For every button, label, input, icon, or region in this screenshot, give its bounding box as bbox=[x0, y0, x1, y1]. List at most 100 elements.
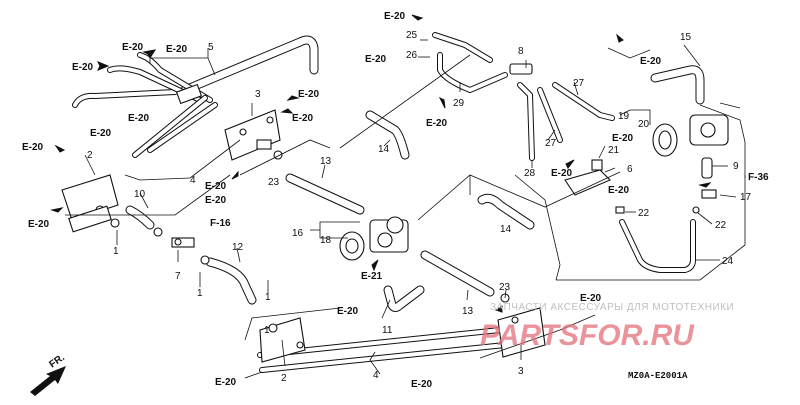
part-number-23-bottom: 23 bbox=[499, 282, 511, 293]
part-number-16: 16 bbox=[292, 228, 304, 239]
ref-f16: F-16 bbox=[210, 218, 231, 229]
part-number-10: 10 bbox=[134, 189, 146, 200]
air-valve-16 bbox=[339, 216, 409, 261]
clip-22b bbox=[692, 206, 700, 214]
hose-10 bbox=[125, 205, 163, 237]
part-number-13-lower: 13 bbox=[462, 306, 474, 317]
ref-f36: F-36 bbox=[748, 172, 769, 183]
ref-e20-18: E-20 bbox=[608, 185, 630, 196]
part-number-11: 11 bbox=[382, 325, 393, 336]
joint-17 bbox=[701, 189, 717, 199]
part-number-3-top: 3 bbox=[255, 89, 261, 100]
part-number-27-top: 27 bbox=[573, 78, 585, 89]
ref-e20-9: E-20 bbox=[205, 181, 227, 192]
clip-22 bbox=[615, 206, 625, 214]
part-number-5: 5 bbox=[208, 42, 214, 53]
ref-e20-22: E-20 bbox=[411, 379, 433, 390]
ref-e20-1: E-20 bbox=[122, 42, 144, 53]
hose-25-26-29 bbox=[432, 32, 508, 93]
hose-24 bbox=[619, 219, 696, 273]
ref-e20-8: E-20 bbox=[292, 113, 314, 124]
hose-bundle-left bbox=[72, 52, 218, 158]
part-number-20: 20 bbox=[638, 119, 650, 130]
ref-e20-5: E-20 bbox=[90, 128, 112, 139]
part-number-6: 6 bbox=[627, 164, 633, 175]
leader-lines bbox=[65, 39, 746, 379]
bracket-3-bottom bbox=[497, 307, 546, 358]
ref-e20-17: E-20 bbox=[551, 168, 573, 179]
reference-labels: E-20 E-20 E-20 E-20 E-20 E-20 E-20 E-20 … bbox=[22, 11, 769, 390]
clip-1a bbox=[110, 218, 120, 228]
hose-12 bbox=[205, 257, 257, 305]
part-number-17: 17 bbox=[740, 192, 752, 203]
ref-e20-13: E-20 bbox=[365, 54, 387, 65]
ref-e20-6: E-20 bbox=[22, 142, 44, 153]
part-number-14-upper: 14 bbox=[378, 144, 390, 155]
part-number-24: 24 bbox=[722, 256, 734, 267]
ref-e20-21: E-20 bbox=[215, 377, 237, 388]
hose-14-lower bbox=[477, 193, 535, 230]
part-number-14-lower: 14 bbox=[500, 224, 512, 235]
hose-13-lower bbox=[420, 250, 495, 297]
part-number-4-lower: 4 bbox=[373, 370, 379, 381]
part-number-13-upper: 13 bbox=[320, 156, 332, 167]
valve-20 bbox=[652, 114, 729, 157]
part-number-3-bottom: 3 bbox=[518, 366, 524, 377]
hose-5 bbox=[180, 35, 319, 95]
ref-e21: E-21 bbox=[361, 271, 383, 282]
hose-13-upper bbox=[285, 173, 365, 215]
ref-e20-12: E-20 bbox=[384, 11, 406, 22]
joint-8 bbox=[509, 63, 533, 75]
hose-27-28 bbox=[517, 82, 615, 161]
clip-1b bbox=[200, 255, 210, 265]
watermark-logo: PARTSFOR.RU bbox=[480, 319, 695, 352]
part-number-29: 29 bbox=[453, 98, 465, 109]
part-number-26: 26 bbox=[406, 50, 418, 61]
part-number-1-d: 1 bbox=[264, 325, 270, 336]
bracket-3-top bbox=[224, 109, 281, 161]
part-number-1-b: 1 bbox=[197, 288, 203, 299]
part-number-4-upper: 4 bbox=[190, 175, 196, 186]
ref-e20-4: E-20 bbox=[128, 113, 150, 124]
ref-e20-2: E-20 bbox=[166, 44, 188, 55]
ref-e20-10: E-20 bbox=[205, 195, 227, 206]
pipe-4-lower bbox=[257, 317, 508, 373]
diagram-code: MZ0A-E2001A bbox=[628, 371, 688, 381]
part-number-22-left: 22 bbox=[638, 208, 650, 219]
ref-e20-19: E-20 bbox=[337, 306, 359, 317]
watermark-tagline: ЗАПЧАСТИ АКСЕССУАРЫ ДЛЯ МОТОТЕХНИКИ bbox=[490, 302, 734, 313]
part-number-18: 18 bbox=[320, 235, 332, 246]
hose-11 bbox=[383, 285, 425, 312]
part-number-15: 15 bbox=[680, 32, 692, 43]
front-arrow: FR. bbox=[30, 352, 67, 396]
ref-e20-16: E-20 bbox=[612, 133, 634, 144]
part-number-1-a: 1 bbox=[113, 246, 119, 257]
part-number-28: 28 bbox=[524, 168, 536, 179]
part-number-2-left: 2 bbox=[87, 150, 93, 161]
bracket-6 bbox=[564, 159, 611, 196]
part-number-25: 25 bbox=[406, 30, 418, 41]
part-number-9: 9 bbox=[733, 161, 739, 172]
ref-e20-20: E-20 bbox=[580, 293, 602, 304]
part-number-8: 8 bbox=[518, 46, 524, 57]
part-number-19: 19 bbox=[618, 111, 630, 122]
joint-7 bbox=[171, 237, 195, 248]
hose-9 bbox=[701, 157, 713, 179]
ref-e20-14: E-20 bbox=[426, 118, 448, 129]
ref-e20-15: E-20 bbox=[640, 56, 662, 67]
hose-14-upper bbox=[365, 110, 410, 160]
part-number-2-bottom: 2 bbox=[281, 373, 287, 384]
part-number-21: 21 bbox=[608, 145, 620, 156]
part-number-12: 12 bbox=[232, 242, 244, 253]
part-number-23-top: 23 bbox=[268, 177, 280, 188]
bracket-2-left bbox=[61, 174, 119, 233]
part-number-27-mid: 27 bbox=[545, 138, 557, 149]
part-numbers: 5 3 2 4 10 1 7 1 12 1 23 13 14 16 18 11 … bbox=[87, 30, 752, 384]
ref-e20-11: E-20 bbox=[28, 219, 50, 230]
ref-e20-7: E-20 bbox=[298, 89, 320, 100]
hose-15 bbox=[650, 65, 705, 105]
ref-arrows bbox=[50, 14, 712, 313]
part-number-7: 7 bbox=[175, 271, 181, 282]
